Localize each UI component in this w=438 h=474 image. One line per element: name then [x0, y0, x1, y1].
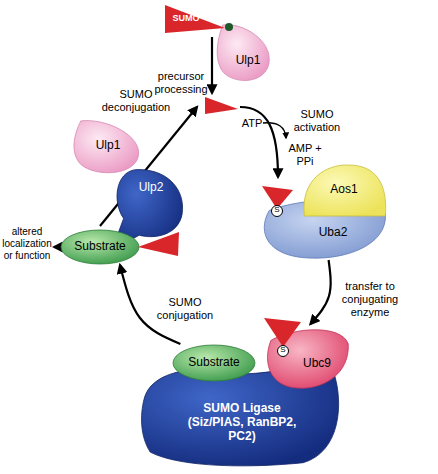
node-shape [217, 25, 269, 81]
step-label: SUMO activation [286, 108, 348, 134]
edge-label: transfer to conjugating enzyme [338, 280, 402, 320]
step-label: SUMO deconjugation [96, 88, 176, 114]
sumo-wedge [205, 97, 238, 114]
substrate-ellipse: Substrate [60, 229, 140, 265]
node-label: Substrate [172, 356, 256, 370]
atp-hydrolysis-arrow [263, 123, 286, 138]
thioester-circle [272, 206, 283, 217]
enzyme-subunit: Aos1 [300, 164, 388, 216]
node-shape [165, 5, 225, 33]
sumo-precursor: SUMO [165, 5, 225, 33]
edge-label: SUMO conjugation [150, 296, 220, 322]
cofactor-label: ATP [240, 117, 264, 130]
protease-blob: Ulp1 [70, 118, 142, 176]
outcome-label: altered localization or function [1, 226, 53, 262]
substrate-ellipse: Substrate [172, 344, 256, 382]
node-label: SUMO [167, 13, 205, 23]
node-label: Ulp2 [128, 181, 174, 195]
node-outline [214, 22, 272, 84]
node-label: Ulp1 [82, 139, 134, 153]
precursor-tail-dot [225, 23, 233, 31]
node-shape [142, 369, 339, 466]
node-shape [173, 345, 255, 381]
enzyme-blob: Ubc9 [262, 324, 350, 390]
node-shape [304, 165, 386, 216]
node-label: Aos1 [314, 183, 374, 197]
sumo-wedge [264, 318, 301, 347]
thioester-circle [278, 346, 289, 357]
sumo-wedge [262, 186, 293, 209]
protease-blob: Ulp1 [214, 22, 272, 84]
sumo-wedge [138, 232, 179, 256]
flow-arrow [120, 265, 180, 344]
node-label: Ulp1 [228, 54, 268, 68]
node-shape [268, 330, 349, 388]
node-label: Uba2 [298, 226, 368, 240]
cofactor-label: AMP + PPi [287, 142, 323, 168]
node-label: SUMO Ligase (Siz/PIAS, RanBP2, PC2) [186, 402, 298, 443]
node-label: Substrate [60, 240, 140, 254]
node-label: Ubc9 [292, 357, 342, 371]
node-shape [74, 121, 139, 173]
processing-arrow [211, 37, 213, 93]
activation-arrow [240, 107, 278, 177]
flow-arrow [310, 260, 330, 324]
step-label: precursor processing [152, 70, 210, 96]
node-shape [264, 200, 385, 258]
